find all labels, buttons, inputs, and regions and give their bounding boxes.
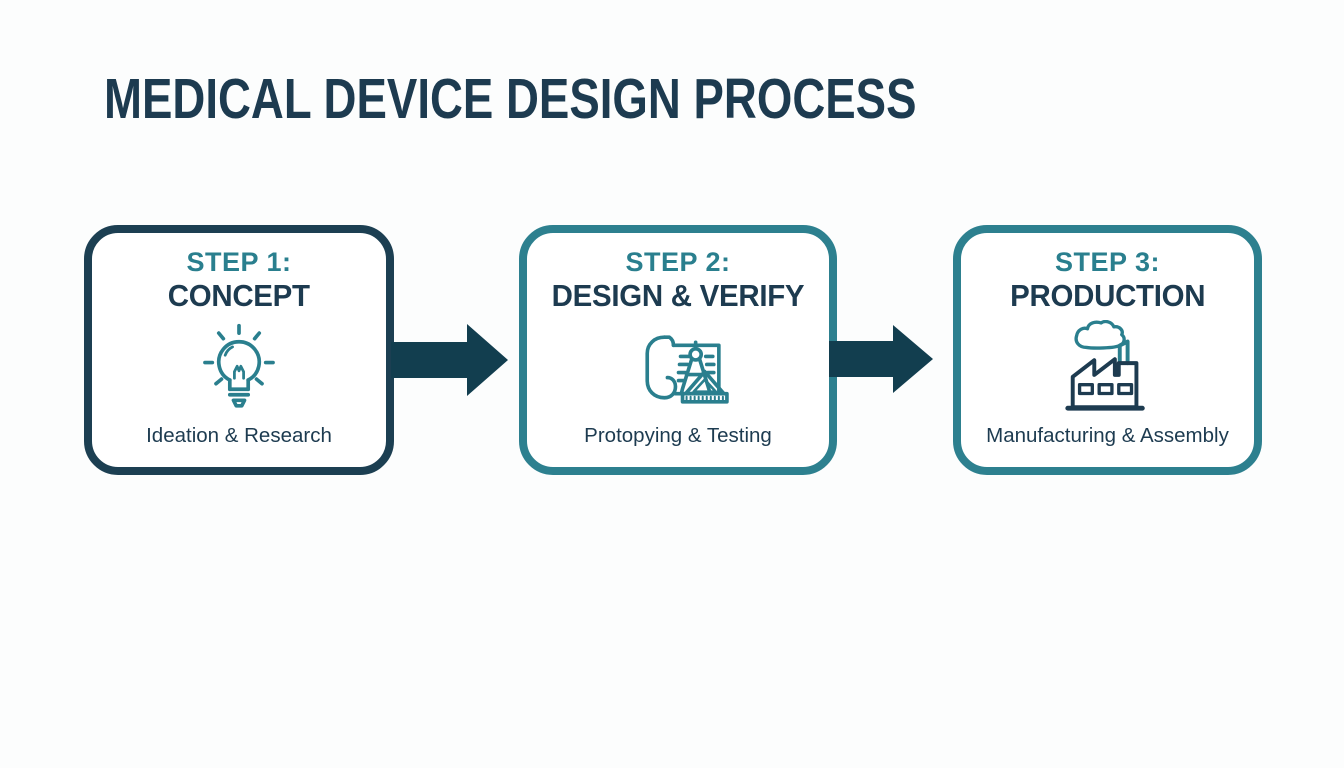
step-number-label: STEP 2: <box>625 247 731 277</box>
step-icon-wrap <box>620 313 736 424</box>
step-card-production: STEP 3: PRODUCTION Manufacturing & Assem… <box>953 225 1262 475</box>
factory-icon <box>1064 319 1145 411</box>
blueprint-compass-icon <box>645 335 729 404</box>
step-icon-wrap <box>1059 313 1157 424</box>
page-title: MEDICAL DEVICE DESIGN PROCESS <box>104 67 917 131</box>
flow-arrow-right-icon <box>829 325 933 393</box>
step-subtitle: Manufacturing & Assembly <box>986 424 1229 447</box>
step-heading: CONCEPT <box>168 277 310 313</box>
lightbulb-icon <box>203 323 275 408</box>
step-heading: DESIGN & VERIFY <box>551 277 805 313</box>
step-number-label: STEP 1: <box>186 247 292 277</box>
step-icon-wrap <box>193 313 285 424</box>
step-heading: PRODUCTION <box>1009 277 1206 313</box>
step-card-design-verify: STEP 2: DESIGN & VERIFY Protopying & Tes… <box>519 225 837 475</box>
step-card-concept: STEP 1: CONCEPT Ideation & Research <box>84 225 394 475</box>
step-subtitle: Protopying & Testing <box>584 424 772 447</box>
flow-arrow-right-icon <box>391 324 508 396</box>
step-number-label: STEP 3: <box>1054 247 1161 277</box>
step-subtitle: Ideation & Research <box>146 424 332 447</box>
